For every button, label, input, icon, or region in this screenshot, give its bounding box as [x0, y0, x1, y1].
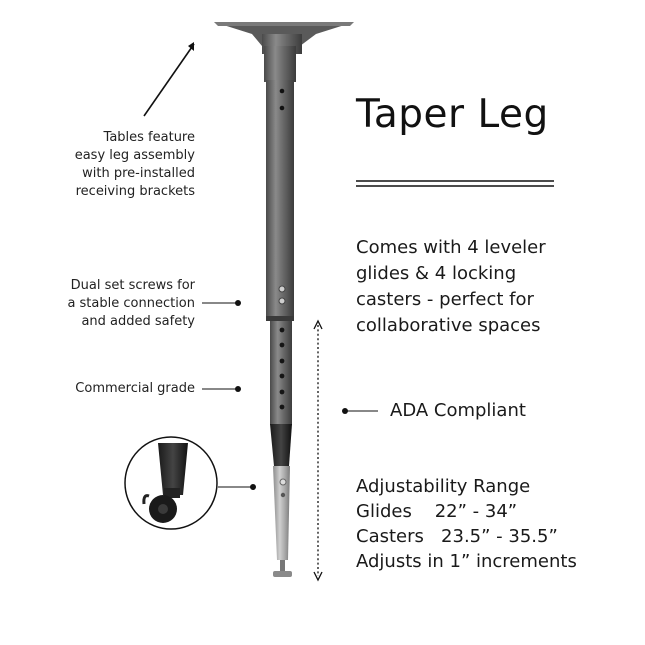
glides-range: Glides 22” - 34”: [356, 501, 518, 522]
screws-note-line: Dual set screws for: [70, 278, 195, 293]
casters-range: Casters 23.5” - 35.5”: [356, 526, 558, 547]
lower-taper-tube: [273, 466, 290, 560]
ada-label: ADA Compliant: [390, 400, 526, 421]
leveler-glide: [273, 560, 292, 577]
assembly-note-line: Tables feature: [103, 130, 195, 145]
assembly-note: Tables feature easy leg assembly with pr…: [25, 129, 195, 201]
inner-adjustable-tube: [270, 321, 292, 425]
upper-tube: [264, 46, 296, 321]
screws-note-line: a stable connection: [67, 296, 195, 311]
caster-inset: [124, 436, 218, 530]
adjustability-block: Adjustability Range Glides 22” - 34” Cas…: [356, 474, 577, 574]
screws-note-line: and added safety: [81, 314, 195, 329]
increments-note: Adjusts in 1” increments: [356, 551, 577, 572]
assembly-note-line: easy leg assembly: [74, 148, 195, 163]
description-line: glides & 4 locking: [356, 263, 517, 284]
grade-note: Commercial grade: [75, 381, 195, 396]
product-description: Comes with 4 leveler glides & 4 locking …: [356, 235, 636, 339]
adjustability-heading: Adjustability Range: [356, 476, 531, 497]
assembly-note-line: with pre-installed: [82, 166, 195, 181]
page-title: Taper Leg: [356, 92, 549, 137]
description-line: collaborative spaces: [356, 315, 541, 336]
assembly-note-line: receiving brackets: [75, 184, 195, 199]
black-sleeve: [270, 424, 292, 466]
description-line: casters - perfect for: [356, 289, 534, 310]
description-line: Comes with 4 leveler: [356, 237, 546, 258]
screws-note: Dual set screws for a stable connection …: [25, 277, 195, 331]
